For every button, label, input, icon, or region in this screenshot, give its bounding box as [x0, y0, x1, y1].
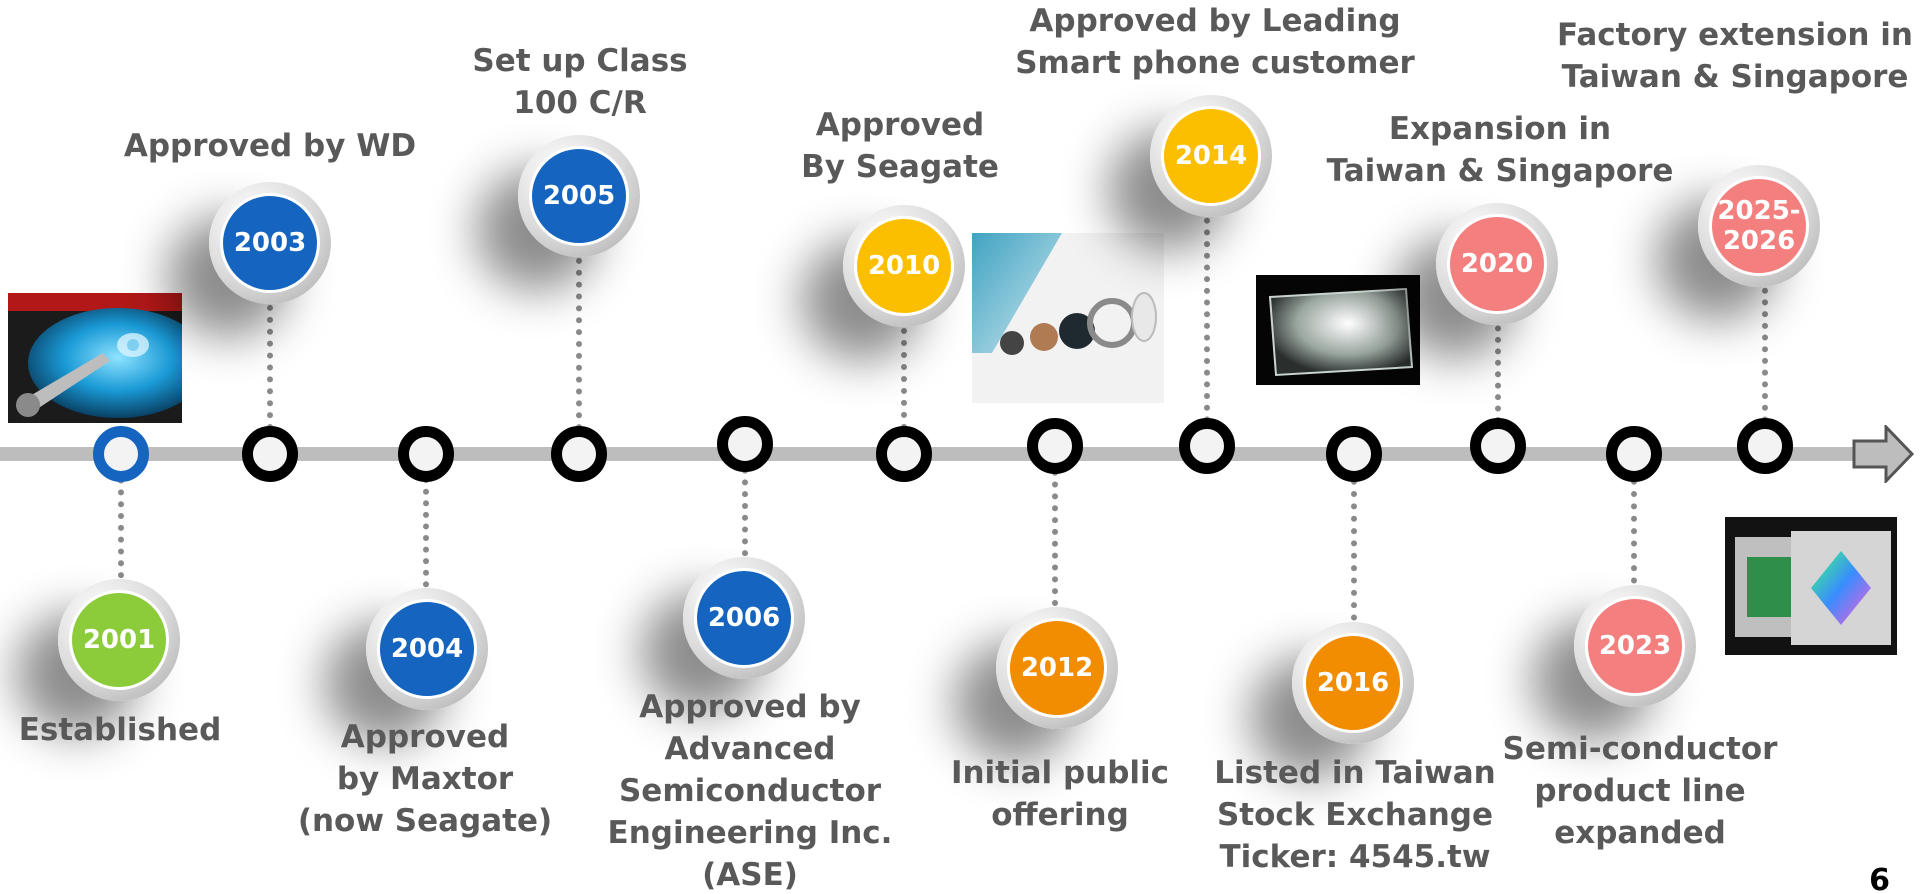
connector-line: [1204, 206, 1210, 446]
year-label: 2003: [220, 193, 320, 293]
event-description: Established: [18, 712, 222, 748]
timeline-marker: [1179, 418, 1235, 474]
connector-line: [118, 454, 124, 590]
timeline-marker: [93, 426, 149, 482]
connector-line: [267, 293, 273, 454]
camera-module-photo: [972, 233, 1164, 403]
timeline-marker: [717, 416, 773, 472]
hard-drive-photo: [8, 293, 182, 423]
event-description: Approved by Maxtor (now Seagate): [297, 719, 553, 839]
year-label: 2023: [1585, 596, 1685, 696]
year-badge: 2010: [843, 205, 965, 327]
connector-line: [576, 246, 582, 454]
event-description: Semi-conductor product line expanded: [1502, 731, 1778, 851]
event-description: Listed in Taiwan Stock Exchange Ticker: …: [1214, 755, 1496, 875]
year-badge: 2012: [996, 607, 1118, 729]
connector-line: [1762, 276, 1768, 446]
connector-line: [901, 316, 907, 454]
year-label: 2012: [1007, 618, 1107, 718]
year-badge: 2025- 2026: [1698, 165, 1820, 287]
connector-line: [1052, 446, 1058, 618]
arrow-right-icon: [1852, 425, 1914, 483]
timeline-marker: [876, 426, 932, 482]
gpu-chip-photo: [1725, 517, 1897, 655]
year-label: 2014: [1161, 106, 1261, 206]
timeline-marker: [1606, 426, 1662, 482]
timeline-marker: [242, 426, 298, 482]
year-label: 2020: [1447, 214, 1547, 314]
year-label: 2016: [1303, 633, 1403, 733]
event-description: Expansion in Taiwan & Singapore: [1326, 111, 1674, 189]
event-description: Approved by WD: [123, 128, 417, 164]
year-badge: 2016: [1292, 622, 1414, 744]
year-label: 2025- 2026: [1709, 176, 1809, 276]
timeline-marker: [1737, 418, 1793, 474]
connector-line: [1495, 314, 1501, 446]
year-badge: 2020: [1436, 203, 1558, 325]
connector-line: [1631, 454, 1637, 596]
timeline-marker: [551, 426, 607, 482]
connector-line: [742, 444, 748, 568]
year-badge: 2001: [58, 579, 180, 701]
glass-substrate-photo: [1256, 275, 1420, 385]
event-description: Approved by Advanced Semiconductor Engin…: [607, 689, 893, 893]
year-badge: 2003: [209, 182, 331, 304]
event-description: Set up Class 100 C/R: [472, 43, 688, 121]
page-number: 6: [1869, 863, 1890, 894]
timeline-marker: [1326, 426, 1382, 482]
event-description: Initial public offering: [950, 755, 1170, 833]
year-label: 2001: [69, 590, 169, 690]
event-description: Approved By Seagate: [801, 107, 999, 185]
year-badge: 2004: [366, 588, 488, 710]
connector-line: [423, 454, 429, 599]
timeline-marker: [1027, 418, 1083, 474]
year-badge: 2014: [1150, 95, 1272, 217]
year-label: 2006: [694, 568, 794, 668]
year-label: 2004: [377, 599, 477, 699]
year-label: 2005: [529, 146, 629, 246]
year-badge: 2005: [518, 135, 640, 257]
year-label: 2010: [854, 216, 954, 316]
event-description: Approved by Leading Smart phone customer: [1015, 3, 1415, 81]
timeline-marker: [398, 426, 454, 482]
year-badge: 2006: [683, 557, 805, 679]
connector-line: [1351, 454, 1357, 633]
event-description: Factory extension in Taiwan & Singapore: [1557, 17, 1913, 95]
timeline-marker: [1470, 418, 1526, 474]
year-badge: 2023: [1574, 585, 1696, 707]
